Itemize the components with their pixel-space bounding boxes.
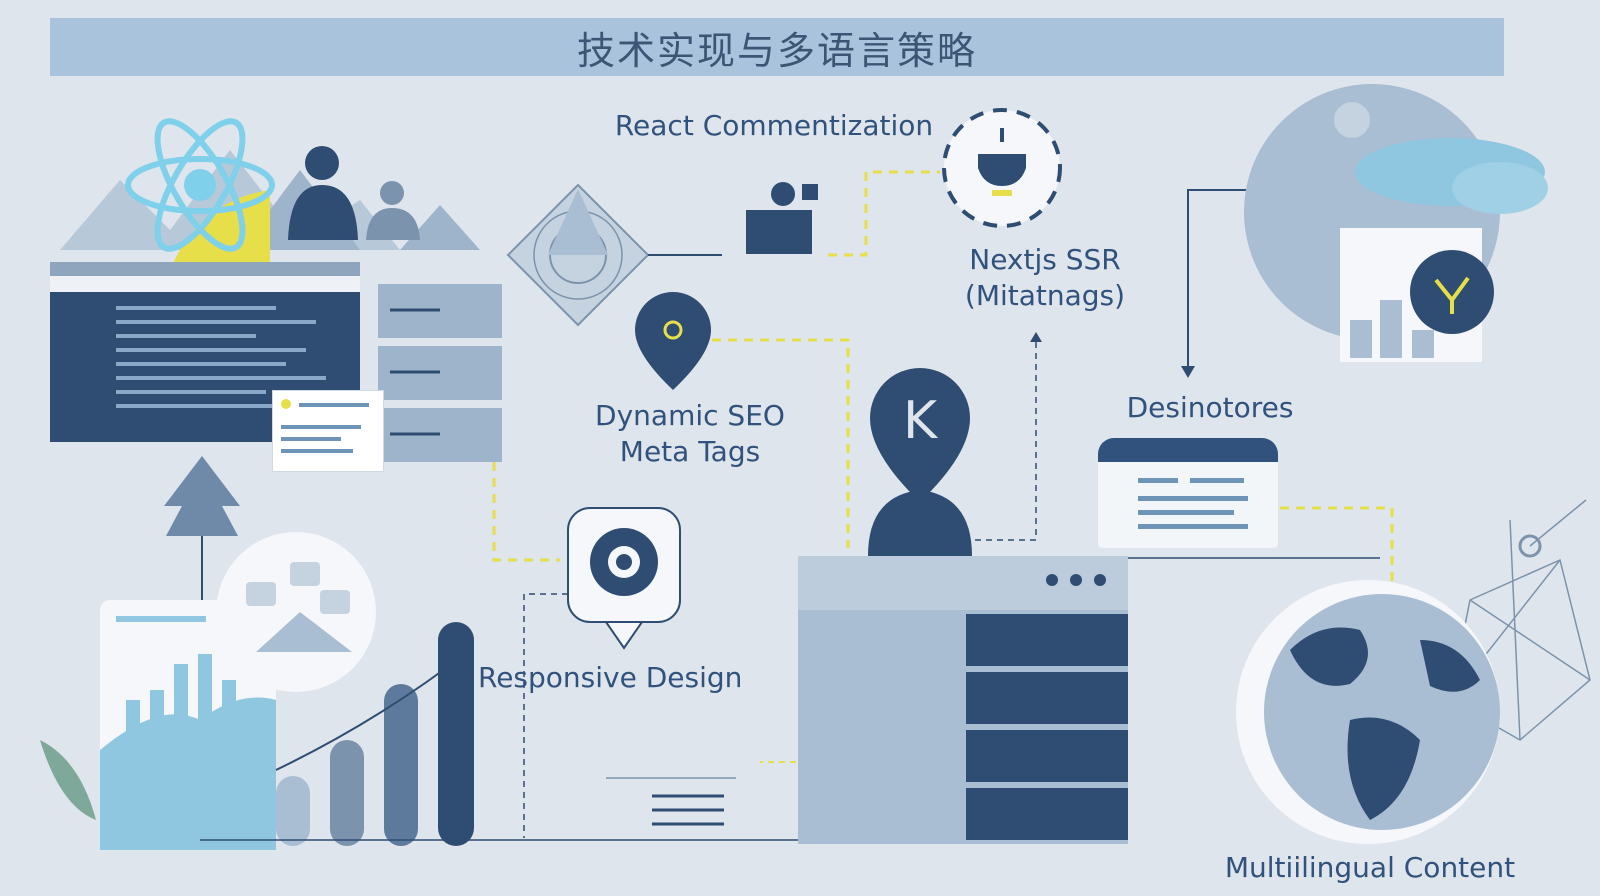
k-letter: K [903, 391, 939, 451]
person-icon [288, 146, 420, 240]
camera-icon [746, 182, 818, 254]
connector-line [1280, 506, 1394, 590]
label-dynamic-seo: Dynamic SEO Meta Tags [580, 398, 800, 470]
label-seo-line2: Meta Tags [619, 435, 761, 468]
window-title-bar [50, 262, 360, 276]
bar-chart-icon [100, 600, 474, 850]
title-banner: 技术实现与多语言策略 [50, 18, 1504, 76]
react-logo-icon [125, 118, 275, 252]
label-seo-line1: Dynamic SEO [595, 399, 785, 432]
snippet-line [299, 403, 369, 407]
lightbulb-icon [942, 108, 1062, 228]
code-line [116, 320, 316, 324]
server-drawer [966, 730, 1128, 782]
server-drawer [966, 788, 1128, 840]
responsive-badge-icon [567, 507, 681, 650]
code-line [116, 376, 326, 380]
snippet-line [281, 425, 361, 429]
arrow-head [1030, 332, 1042, 342]
code-line [116, 390, 266, 394]
network-icon [1449, 499, 1591, 741]
monitor-line [1190, 478, 1244, 483]
snippet-card [272, 390, 384, 472]
server-icon [798, 556, 1128, 844]
monitor-header [1098, 438, 1278, 462]
server-led [1046, 574, 1058, 586]
code-line [116, 348, 306, 352]
label-desinotores: Desinotores [1126, 391, 1294, 424]
code-line [116, 362, 286, 366]
stack-icon [652, 794, 724, 826]
planet-icon [1244, 84, 1548, 362]
connector-line [712, 338, 850, 548]
up-arrow-icon [164, 456, 240, 600]
snippet-line [281, 449, 353, 453]
code-line [116, 404, 296, 408]
code-line [116, 334, 256, 338]
server-led [1070, 574, 1082, 586]
map-pin-icon [635, 292, 711, 390]
server-drawer [966, 614, 1128, 666]
yellow-accent [170, 190, 270, 270]
server-drawer [966, 672, 1128, 724]
label-nextjs-line2: (Mitatnags) [964, 279, 1126, 312]
cloud-bubble-icon [216, 532, 376, 692]
label-nextjs-line1: Nextjs SSR [969, 243, 1121, 276]
globe-icon [1236, 580, 1500, 844]
snippet-line [281, 437, 341, 441]
monitor-line [1138, 510, 1234, 515]
monitor-line [1138, 496, 1248, 501]
leaf-icon [40, 740, 96, 820]
connector-line [523, 593, 568, 838]
connector-line [828, 170, 940, 257]
label-react: React Commentization [614, 109, 934, 142]
status-dot [281, 399, 291, 409]
monitor-line [1138, 478, 1178, 483]
window-toolbar [50, 276, 360, 292]
monitor-line [1138, 524, 1248, 529]
connector-line [492, 462, 560, 562]
label-responsive-design: Responsive Design [478, 661, 743, 694]
small-servers [378, 284, 502, 462]
label-nextjs-ssr: Nextjs SSR (Mitatnags) [960, 242, 1130, 314]
compass-icon [506, 183, 650, 327]
connector-line [975, 340, 1037, 541]
label-multilingual-content: Multiilingual Content [1224, 851, 1516, 884]
monitor-icon [1098, 438, 1278, 548]
server-led [1094, 574, 1106, 586]
k-pin-icon [868, 368, 972, 556]
code-line [116, 306, 276, 310]
arrow-head [1181, 366, 1195, 378]
page-title: 技术实现与多语言策略 [576, 28, 977, 73]
